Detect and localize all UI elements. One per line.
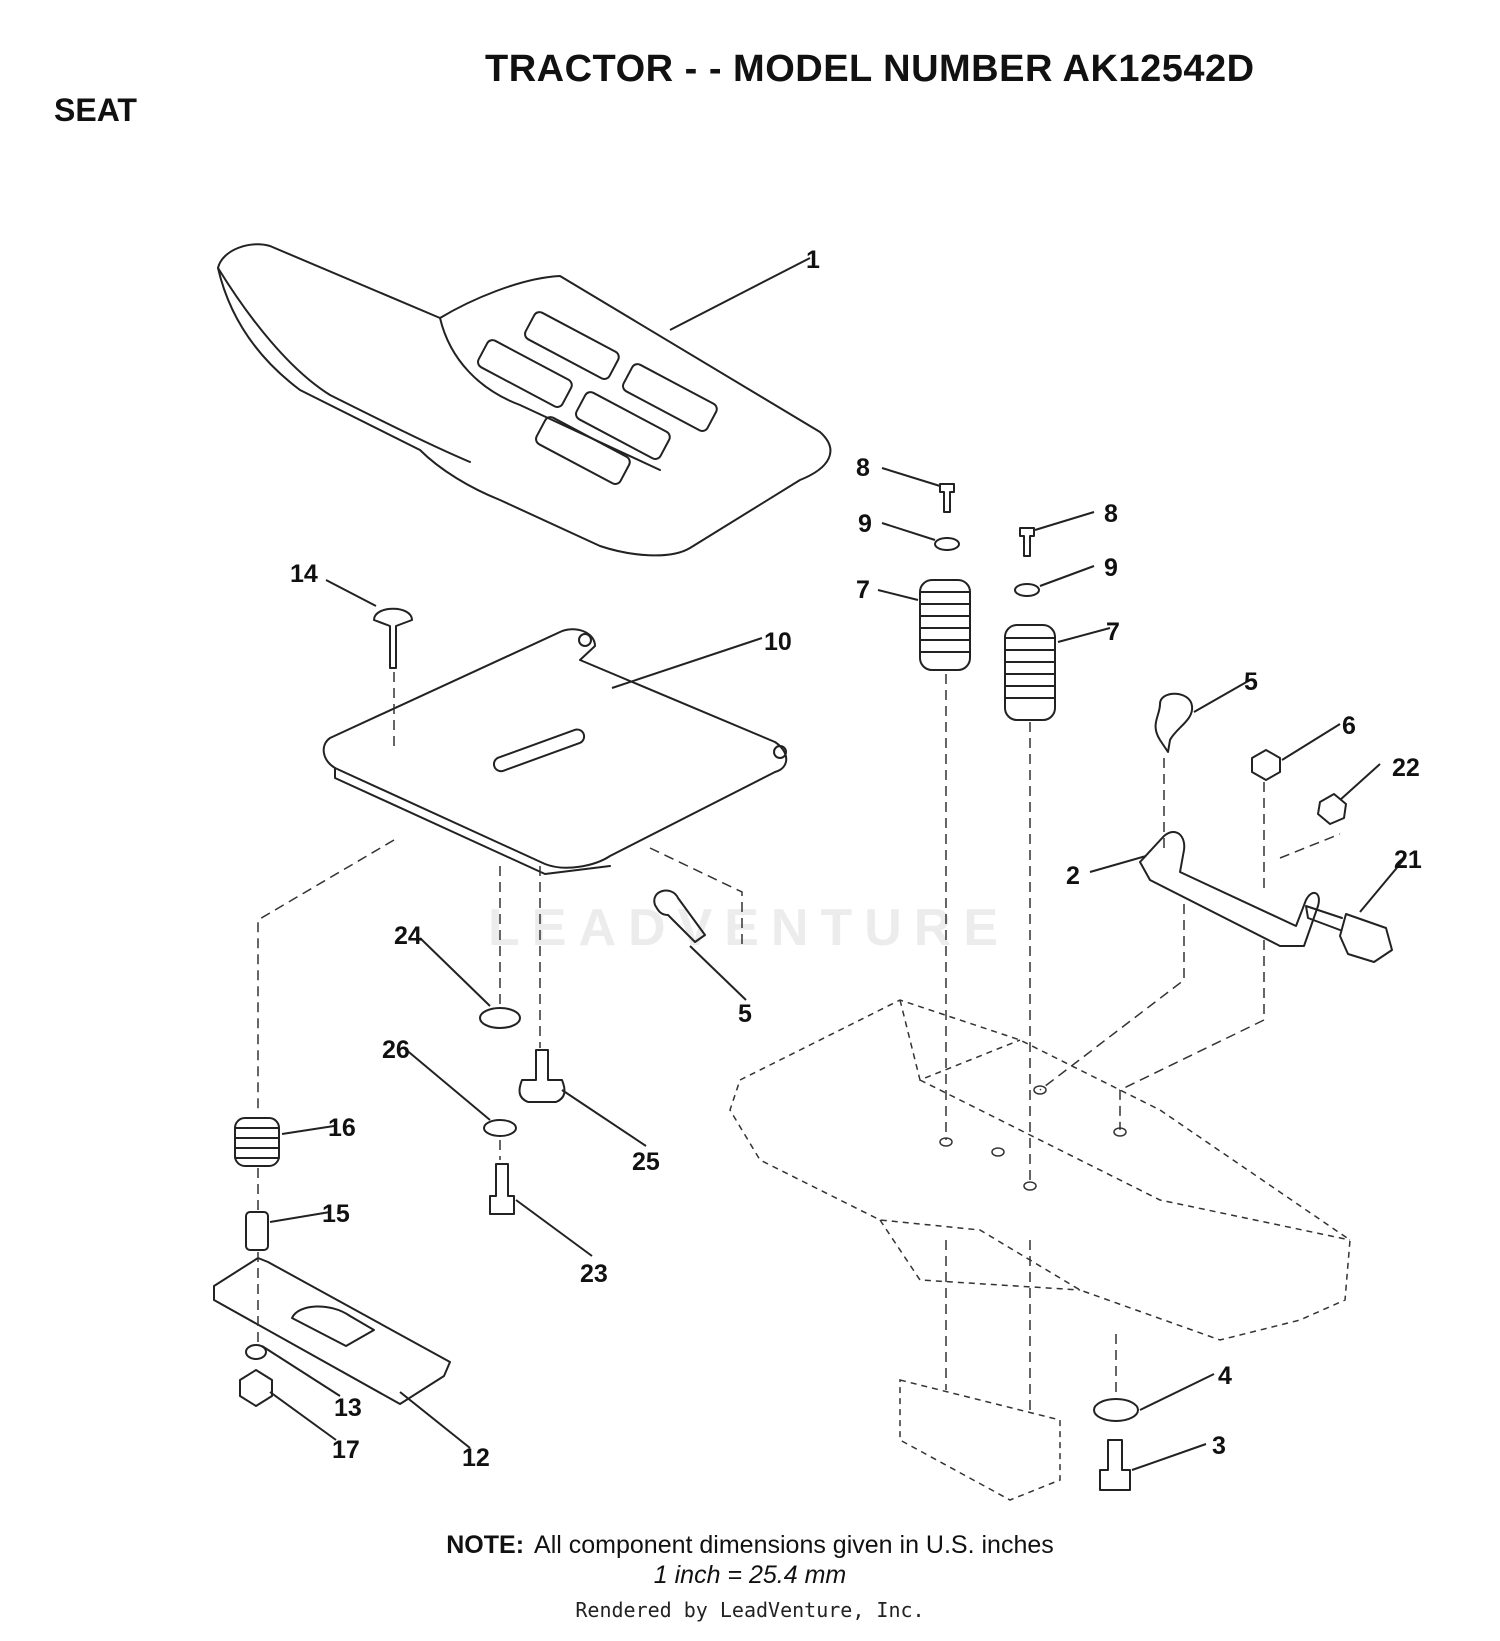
clip-part-upper: [1154, 692, 1194, 753]
callout-label: 8: [856, 454, 870, 482]
callout-label: 2: [1066, 862, 1080, 890]
callout-label: 1: [806, 246, 820, 274]
bracket-part: [1139, 831, 1320, 947]
callouts: 1 8 9 8 9 7 7 14 10 5 6 22 2 21 5 24 26 …: [290, 246, 1422, 1472]
seat-pan-part: [322, 628, 788, 875]
callout-label: 7: [856, 576, 870, 604]
callout-label: 14: [290, 560, 318, 588]
watermark: LEADVENTURE: [488, 899, 1011, 957]
seat-part: [217, 243, 832, 557]
nut-part-22: [1317, 793, 1347, 825]
callout-label: 13: [334, 1394, 362, 1422]
callout-label: 6: [1342, 712, 1356, 740]
clip-part-lower: [653, 889, 706, 943]
callout-label: 21: [1394, 846, 1422, 874]
hex-bolt-part-3: [1099, 1439, 1131, 1491]
tractor-frame: [729, 999, 1351, 1501]
callout-label: 23: [580, 1260, 608, 1288]
mounting-plate-part: [213, 1257, 451, 1405]
carriage-bolt-part: [373, 607, 413, 669]
dimension-note: NOTE: All component dimensions given in U…: [0, 1530, 1500, 1590]
callout-label: 25: [632, 1148, 660, 1176]
washer-part-26: [483, 1119, 517, 1137]
page-title: TRACTOR - - MODEL NUMBER AK12542D: [485, 48, 1255, 90]
callout-label: 5: [1244, 668, 1258, 696]
callout-label: 24: [394, 922, 422, 950]
callout-label: 22: [1392, 754, 1420, 782]
section-label: SEAT: [54, 92, 137, 128]
bolt-part-8a: [939, 483, 955, 513]
shoulder-bolt-part-25: [518, 1049, 566, 1103]
note-line-1: All component dimensions given in U.S. i…: [534, 1531, 1054, 1559]
callout-label: 9: [858, 510, 872, 538]
washer-part-9a: [934, 537, 960, 551]
callout-label: 26: [382, 1036, 410, 1064]
washer-part-13: [245, 1344, 267, 1360]
spring-part-right: [1004, 624, 1056, 721]
spring-part-left: [919, 579, 971, 671]
spring-part-16: [234, 1117, 280, 1167]
hex-bolt-part-23: [489, 1163, 515, 1215]
washer-part-4: [1093, 1398, 1139, 1422]
note-line-2: 1 inch = 25.4 mm: [653, 1561, 847, 1589]
nut-part-6: [1251, 749, 1281, 781]
washer-part-24: [479, 1007, 521, 1029]
spacer-part: [245, 1211, 269, 1251]
hex-bolt-part-21: [1305, 905, 1393, 963]
bolt-part-8b: [1019, 527, 1035, 557]
callout-label: 16: [328, 1114, 356, 1142]
callout-label: 7: [1106, 618, 1120, 646]
rendered-by-footer: Rendered by LeadVenture, Inc.: [575, 1598, 925, 1622]
callout-label: 3: [1212, 1432, 1226, 1460]
callout-label: 8: [1104, 500, 1118, 528]
flange-nut-part-17: [239, 1369, 273, 1407]
callout-label: 12: [462, 1444, 490, 1472]
callout-label: 17: [332, 1436, 360, 1464]
note-label: NOTE:: [446, 1531, 525, 1559]
callout-label: 9: [1104, 554, 1118, 582]
callout-label: 5: [738, 1000, 752, 1028]
callout-label: 15: [322, 1200, 350, 1228]
washer-part-9b: [1014, 583, 1040, 597]
callout-label: 10: [764, 628, 792, 656]
callout-label: 4: [1218, 1362, 1232, 1390]
